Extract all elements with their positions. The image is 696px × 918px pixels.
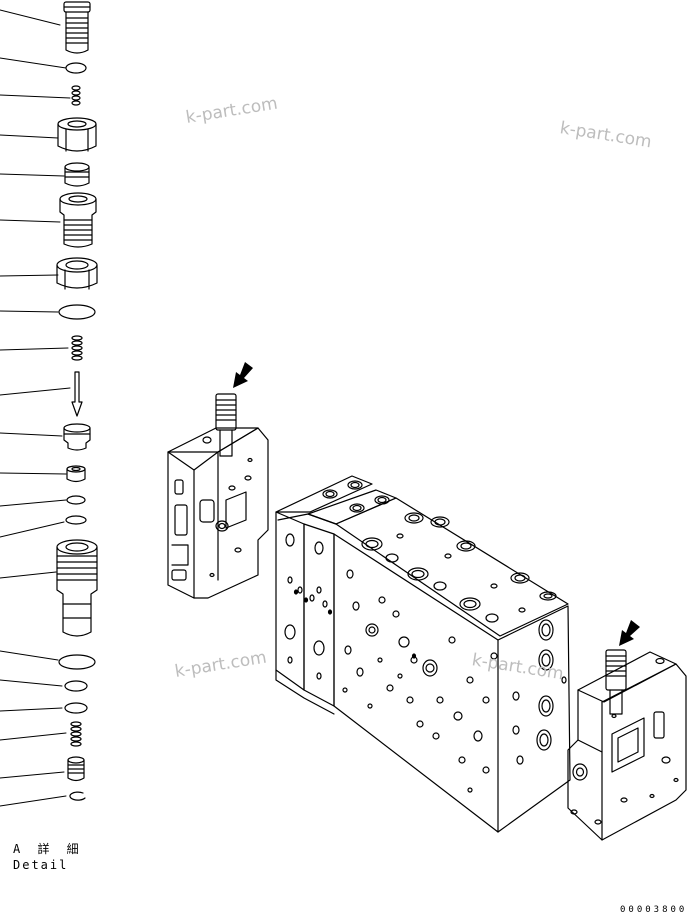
part-o-ring-body [59, 655, 95, 669]
leader-19 [0, 733, 66, 740]
part-poppet [67, 466, 85, 482]
drawing-number: 00003800 [620, 905, 688, 915]
exploded-parts-column [0, 2, 97, 806]
part-spring [72, 336, 82, 360]
part-piston [65, 163, 89, 186]
part-snap-ring [70, 792, 85, 800]
top-ports [323, 481, 556, 622]
leader-1 [0, 10, 60, 25]
leader-13 [0, 500, 66, 506]
leader-18 [0, 708, 62, 711]
left-end-section [168, 362, 268, 598]
leader-14 [0, 522, 64, 537]
left-arrow-icon [233, 362, 253, 388]
part-poppet-pin [72, 372, 82, 416]
right-end-section [568, 620, 686, 840]
leader-17 [0, 680, 62, 686]
detail-label-english: Detail [13, 858, 69, 872]
leader-2 [0, 58, 66, 68]
leader-21 [0, 796, 66, 806]
part-relief-valve-body [57, 540, 97, 636]
leader-8 [0, 311, 58, 312]
part-spring-lower [71, 722, 81, 746]
leader-11 [0, 433, 62, 436]
leader-7 [0, 275, 58, 276]
part-o-ring-large [59, 305, 95, 319]
leader-10 [0, 388, 70, 395]
part-o-ring-mid [66, 516, 86, 524]
leader-lines [0, 10, 70, 806]
part-valve-seat [64, 424, 90, 450]
part-spring-small [72, 86, 80, 105]
leader-5 [0, 174, 64, 176]
leader-3 [0, 95, 70, 98]
detail-label-japanese: A 詳 細 [13, 842, 84, 856]
leader-15 [0, 572, 56, 578]
part-plunger [68, 757, 84, 781]
part-sleeve [60, 193, 96, 247]
part-backup-ring [67, 496, 85, 504]
part-nut [58, 118, 96, 151]
right-arrow-icon [619, 620, 640, 646]
leader-12 [0, 473, 66, 474]
leader-4 [0, 135, 58, 138]
leader-6 [0, 220, 60, 222]
part-o-ring-lower [65, 703, 87, 713]
side-ports [513, 620, 566, 764]
leader-20 [0, 772, 64, 778]
seam-bolts [295, 590, 416, 658]
leader-16 [0, 651, 58, 660]
part-o-ring-small [66, 63, 86, 73]
main-valve-block [276, 476, 570, 832]
part-lock-nut [57, 258, 97, 289]
part-backup-ring-2 [65, 681, 87, 691]
leader-9 [0, 348, 68, 350]
front-holes [285, 534, 497, 792]
part-plug [64, 2, 90, 53]
